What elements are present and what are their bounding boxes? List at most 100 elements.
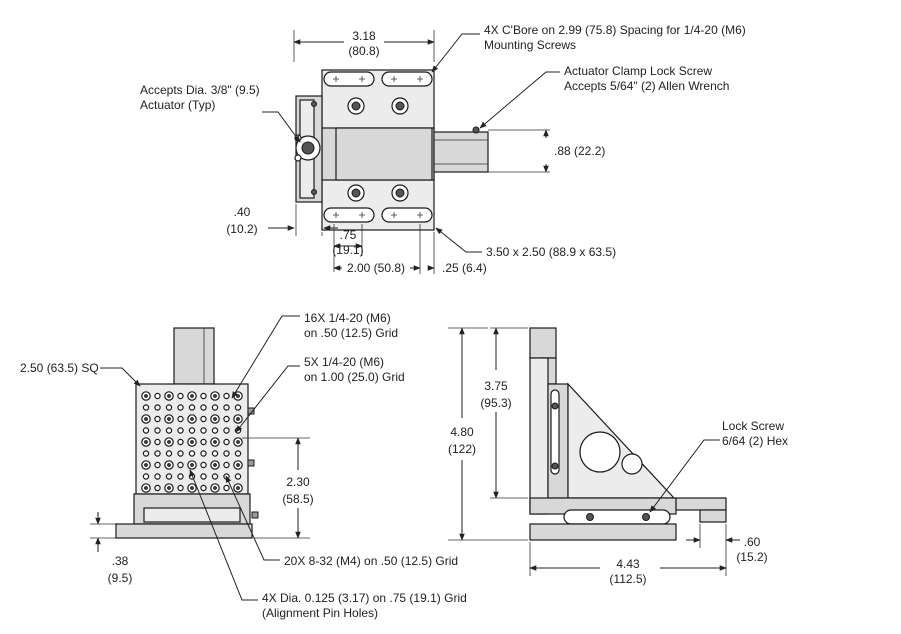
holes20-callout: 20X 8-32 (M4) on .50 (12.5) Grid (284, 554, 458, 568)
front-actuator-post (173, 327, 215, 385)
height-mm: (58.5) (282, 492, 313, 506)
small-hole (211, 450, 219, 457)
tapped-hole-core (144, 417, 148, 421)
tapped-hole-core (236, 486, 240, 490)
top-width-in: 3.18 (352, 29, 376, 43)
small-hole (234, 404, 242, 411)
tapped-hole-core (190, 486, 194, 490)
small-hole (223, 415, 230, 423)
small-hole (142, 427, 150, 434)
base-in: .38 (112, 554, 129, 568)
side-upright (529, 357, 549, 515)
small-hole (223, 392, 230, 400)
small-hole (200, 438, 207, 446)
cbore-slot-bottom-right (381, 207, 433, 223)
side-lock-screw-1 (586, 513, 594, 521)
tapped-hole-core (167, 417, 171, 421)
small-hole (154, 473, 161, 480)
gusset-hole-large (579, 431, 621, 473)
side-base (529, 523, 677, 541)
small-hole (154, 484, 161, 492)
total-h-mm: (122) (448, 442, 476, 456)
pins-line2: (Alignment Pin Holes) (262, 606, 378, 620)
footprint-callout: 3.50 x 2.50 (88.9 x 63.5) (486, 245, 616, 259)
small-hole (177, 404, 184, 411)
spacing-dim: 2.00 (50.8) (347, 261, 405, 275)
holes16-line2: on .50 (12.5) Grid (304, 326, 398, 340)
small-hole (165, 450, 173, 457)
tapped-hole-core (190, 440, 194, 444)
small-hole (177, 461, 184, 469)
small-hole (188, 450, 196, 457)
front-base (115, 523, 253, 539)
small-hole (211, 404, 219, 411)
small-hole (177, 427, 184, 434)
side-top-block (529, 327, 557, 359)
tapped-hole-core (236, 394, 240, 398)
small-hole (177, 438, 184, 446)
small-hole (154, 415, 161, 423)
small-hole (177, 473, 184, 480)
small-hole (154, 450, 161, 457)
edge-dim: .25 (6.4) (442, 261, 487, 275)
small-hole (234, 473, 242, 480)
small-hole (223, 438, 230, 446)
pins-line1: 4X Dia. 0.125 (3.17) on .75 (19.1) Grid (262, 591, 467, 605)
small-hole (200, 461, 207, 469)
small-hole (154, 461, 161, 469)
holes16-line1: 16X 1/4-20 (M6) (304, 311, 391, 325)
top-width-mm: (80.8) (348, 44, 379, 58)
side-lock-screw-2 (642, 513, 650, 521)
tapped-hole-core (213, 463, 217, 467)
small-hole (142, 473, 150, 480)
front-view: 2.50 (63.5) SQ 16X 1/4-20 (M6) on .50 (1… (20, 311, 467, 620)
small-hole (200, 392, 207, 400)
slot-mm: (19.1) (332, 243, 363, 257)
small-hole (165, 404, 173, 411)
ext-mm: (15.2) (736, 550, 767, 564)
clamp-lock-screw (472, 126, 480, 134)
small-hole (154, 427, 161, 434)
lock-line1: Lock Screw (722, 419, 784, 433)
holes5-line2: on 1.00 (25.0) Grid (304, 370, 405, 384)
small-hole (234, 450, 242, 457)
front-hole-grid (141, 391, 243, 493)
small-hole (177, 484, 184, 492)
tapped-hole-core (190, 417, 194, 421)
cbore-slot-bottom-left (323, 207, 375, 223)
small-hole (223, 461, 230, 469)
tapped-hole-core (167, 486, 171, 490)
small-hole (177, 450, 184, 457)
clamp-dim: .88 (22.2) (554, 144, 605, 158)
small-hole (223, 450, 230, 457)
small-hole (142, 404, 150, 411)
tapped-hole-core (144, 486, 148, 490)
top-view-carriage (335, 127, 433, 181)
small-hole (154, 392, 161, 400)
small-hole (188, 404, 196, 411)
actuator-callout-line1: Accepts Dia. 3/8" (9.5) (140, 83, 260, 97)
tapped-hole-core (236, 463, 240, 467)
slot-in: .75 (340, 228, 357, 242)
inner-h-in: 3.75 (484, 379, 508, 393)
cbore-slot-top-right (381, 71, 433, 87)
holes5-line1: 5X 1/4-20 (M6) (304, 355, 384, 369)
lock-line2: 6/64 (2) Hex (722, 434, 788, 448)
offset-mm: (10.2) (226, 222, 257, 236)
sq-callout: 2.50 (63.5) SQ (20, 361, 99, 375)
ext-in: .60 (744, 535, 761, 549)
small-hole (200, 404, 207, 411)
side-view: 3.75 (95.3) 4.80 (122) Lock Screw 6/64 (… (448, 327, 788, 586)
tapped-hole-core (144, 463, 148, 467)
front-slot (143, 507, 241, 523)
small-hole (177, 415, 184, 423)
actuator-callout-line2: Actuator (Typ) (140, 98, 215, 112)
small-hole (200, 415, 207, 423)
tapped-hole-core (190, 463, 194, 467)
cbore-slot-top-left (323, 71, 375, 87)
tapped-hole-core (236, 440, 240, 444)
tapped-hole-core (144, 394, 148, 398)
small-hole (200, 450, 207, 457)
small-hole (165, 473, 173, 480)
small-hole (211, 427, 219, 434)
